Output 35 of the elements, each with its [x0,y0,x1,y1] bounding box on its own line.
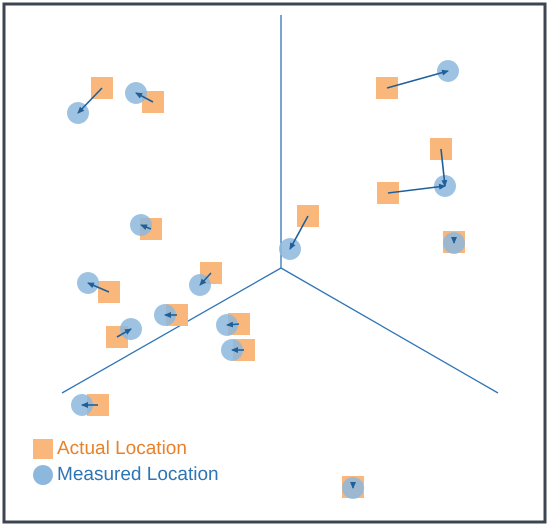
measured-location-circle [189,274,211,296]
measured-location-circle [437,60,459,82]
measured-location-circle [154,304,176,326]
measured-location-circle [216,314,238,336]
arrow [135,92,154,103]
arrow [199,272,212,286]
actual-location-square [297,205,319,227]
arrow [231,347,244,353]
arrow [116,328,132,338]
measured-location-circle [77,272,99,294]
actual-location-square [377,182,399,204]
arrow [81,402,98,408]
legend-label: Measured Location [57,464,219,486]
measured-location-circle [120,318,142,340]
measured-location-circle [71,394,93,416]
arrow [388,184,446,194]
measured-location-circle [279,238,301,260]
actual-location-square [91,77,113,99]
measured-location-circle [130,214,152,236]
actual-location-square [376,77,398,99]
arrow [226,322,240,328]
actual-location-square [430,138,452,160]
arrow [140,224,152,230]
arrow [164,312,177,318]
arrow [350,482,356,489]
arrow [87,282,110,293]
actual-location-square [98,281,120,303]
arrow [77,87,103,114]
measured-location-circle [125,82,147,104]
measured-location-circle [434,175,456,197]
legend-label: Actual Location [57,438,187,460]
arrow [386,70,449,89]
arrow [451,237,457,244]
measured-location-circle [221,339,243,361]
measured-location-circle [67,102,89,124]
